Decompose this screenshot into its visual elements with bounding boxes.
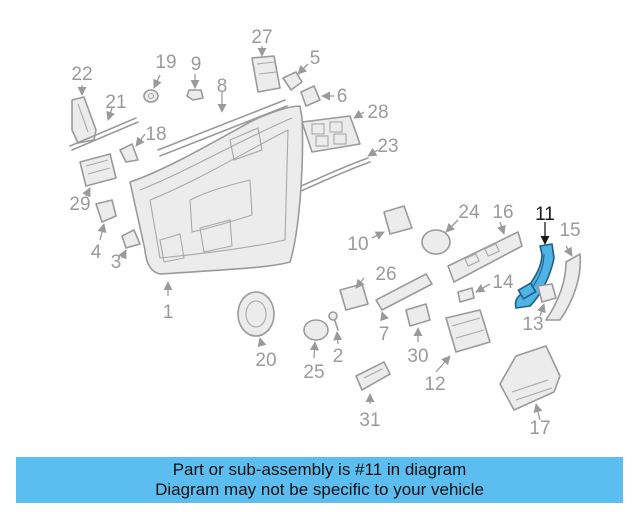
part-26-switch xyxy=(339,277,369,311)
callout-12: 12 xyxy=(424,374,445,395)
part-2-screw xyxy=(328,311,343,345)
callout-16: 16 xyxy=(492,202,513,223)
callout-26: 26 xyxy=(375,264,396,285)
part-29-switch xyxy=(79,153,117,198)
callout-11-highlighted: 11 xyxy=(535,204,555,225)
part-10-bracket xyxy=(371,205,413,240)
callout-29: 29 xyxy=(69,194,90,215)
part-14-clip xyxy=(457,283,491,303)
part-5-clip xyxy=(282,63,309,91)
part-22-corner-trim xyxy=(71,85,97,144)
part-7-strip xyxy=(375,273,433,322)
callout-19: 19 xyxy=(155,52,176,73)
callout-9: 9 xyxy=(191,54,202,75)
callout-3: 3 xyxy=(111,252,122,273)
callout-24: 24 xyxy=(458,202,480,223)
banner-line-disclaimer: Diagram may not be specific to your vehi… xyxy=(155,480,484,499)
part-23-rod xyxy=(291,147,379,195)
callout-5: 5 xyxy=(310,48,321,69)
callout-4: 4 xyxy=(91,242,102,263)
part-1-door-panel xyxy=(129,105,304,296)
part-27-switch xyxy=(251,46,281,93)
callout-20: 20 xyxy=(255,350,276,371)
part-6-clip xyxy=(300,85,334,107)
info-banner: Part or sub-assembly is #11 in diagram D… xyxy=(16,457,623,503)
part-13-bracket xyxy=(537,283,557,317)
callout-2: 2 xyxy=(333,346,344,367)
part-3-clip xyxy=(118,229,141,260)
part-4-clip xyxy=(95,199,117,241)
part-21-rod xyxy=(69,107,139,151)
callout-7: 7 xyxy=(379,324,390,345)
part-28-switch-panel xyxy=(301,109,365,153)
callout-labels: 22 21 19 9 27 5 8 6 28 18 23 29 24 16 11… xyxy=(69,27,580,439)
callout-6: 6 xyxy=(337,86,348,107)
part-25-speaker-cap xyxy=(303,319,329,359)
part-20-speaker xyxy=(237,291,275,348)
callout-27: 27 xyxy=(251,27,272,48)
callout-17: 17 xyxy=(529,418,550,439)
callout-23: 23 xyxy=(377,136,398,157)
callout-31: 31 xyxy=(359,410,380,431)
callout-14: 14 xyxy=(492,272,514,293)
banner-line-part-number: Part or sub-assembly is #11 in diagram xyxy=(172,460,467,479)
callout-28: 28 xyxy=(367,102,388,123)
callout-8: 8 xyxy=(217,76,228,97)
callout-18: 18 xyxy=(145,124,166,145)
part-24-cap xyxy=(421,219,459,255)
part-19-clip xyxy=(143,74,162,103)
part-30-switch xyxy=(405,303,431,342)
callout-10: 10 xyxy=(347,234,368,255)
part-15-trim xyxy=(545,245,582,321)
callout-1: 1 xyxy=(163,302,174,323)
callout-30: 30 xyxy=(407,346,428,367)
callout-22: 22 xyxy=(71,64,92,85)
part-16-armrest-panel xyxy=(447,221,523,283)
part-31-bezel xyxy=(355,361,391,404)
part-11-pull-handle-highlighted xyxy=(514,222,555,309)
callout-21: 21 xyxy=(105,92,126,113)
callout-13: 13 xyxy=(522,314,543,335)
part-18-clip xyxy=(119,133,146,163)
part-9-clip xyxy=(186,74,204,101)
callout-15: 15 xyxy=(559,220,580,241)
part-12-armrest xyxy=(435,309,491,373)
parts-diagram: 22 21 19 9 27 5 8 6 28 18 23 29 24 16 11… xyxy=(69,27,582,439)
callout-25: 25 xyxy=(303,362,324,383)
part-17-map-pocket xyxy=(499,345,561,421)
